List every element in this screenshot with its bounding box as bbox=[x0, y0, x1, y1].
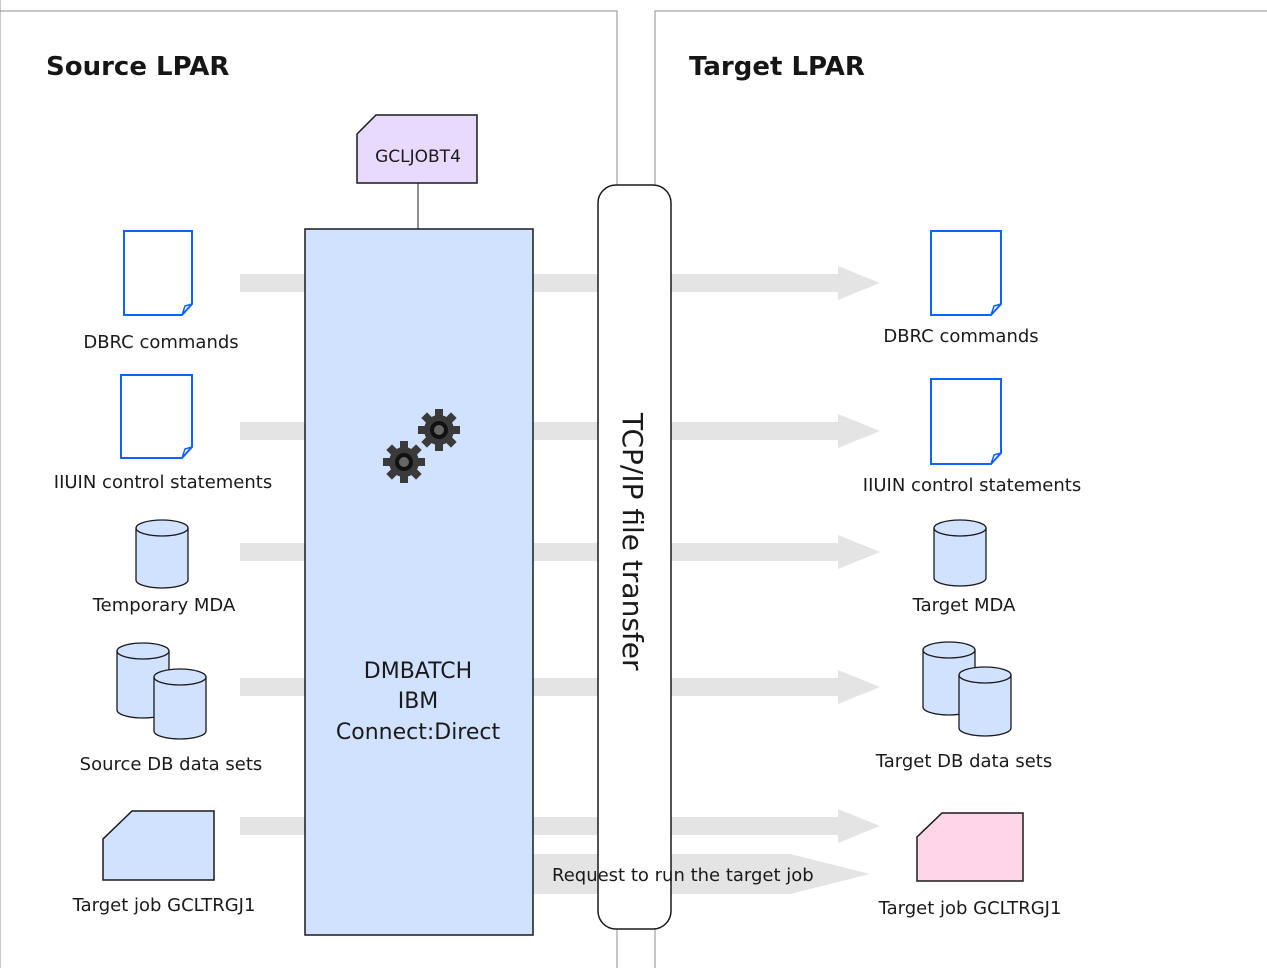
dmbatch-line-2: IBM bbox=[398, 689, 439, 714]
dmbatch-line-1: DMBATCH bbox=[364, 659, 472, 684]
job-card-label: GCLJOBT4 bbox=[375, 147, 461, 167]
dmbatch-line-3: Connect:Direct bbox=[336, 720, 501, 745]
target-mda-database-icon bbox=[933, 519, 987, 587]
source-job-card-icon bbox=[102, 810, 215, 881]
target-db-label: Target DB data sets bbox=[875, 751, 1053, 772]
source-iiuin-document-icon bbox=[120, 374, 193, 459]
source-db-label: Source DB data sets bbox=[80, 754, 263, 775]
target-mda-label: Target MDA bbox=[912, 595, 1016, 616]
source-dbrc-document-icon bbox=[123, 230, 193, 316]
dmbatch-box bbox=[304, 228, 534, 936]
source-pane-title: Source LPAR bbox=[46, 52, 229, 82]
source-job-label: Target job GCLTRGJ1 bbox=[72, 895, 256, 916]
source-dbrc-label: DBRC commands bbox=[83, 332, 238, 353]
target-pane-title: Target LPAR bbox=[689, 52, 865, 82]
source-iiuin-label: IIUIN control statements bbox=[54, 472, 272, 493]
target-job-card-icon bbox=[916, 812, 1024, 882]
source-mda-label: Temporary MDA bbox=[92, 595, 236, 616]
source-db-database-stack-icon bbox=[116, 642, 207, 740]
target-iiuin-document-icon bbox=[930, 378, 1002, 465]
target-job-label: Target job GCLTRGJ1 bbox=[878, 898, 1062, 919]
request-label: Request to run the target job bbox=[552, 865, 814, 886]
source-mda-database-icon bbox=[135, 519, 189, 589]
job-card-icon bbox=[356, 114, 478, 184]
target-dbrc-label: DBRC commands bbox=[883, 326, 1038, 347]
target-dbrc-document-icon bbox=[930, 230, 1002, 316]
target-iiuin-label: IIUIN control statements bbox=[863, 475, 1081, 496]
tcpip-pipe bbox=[597, 184, 672, 930]
target-db-database-stack-icon bbox=[922, 641, 1012, 737]
tcpip-label: TCP/IP file transfer bbox=[616, 412, 649, 671]
